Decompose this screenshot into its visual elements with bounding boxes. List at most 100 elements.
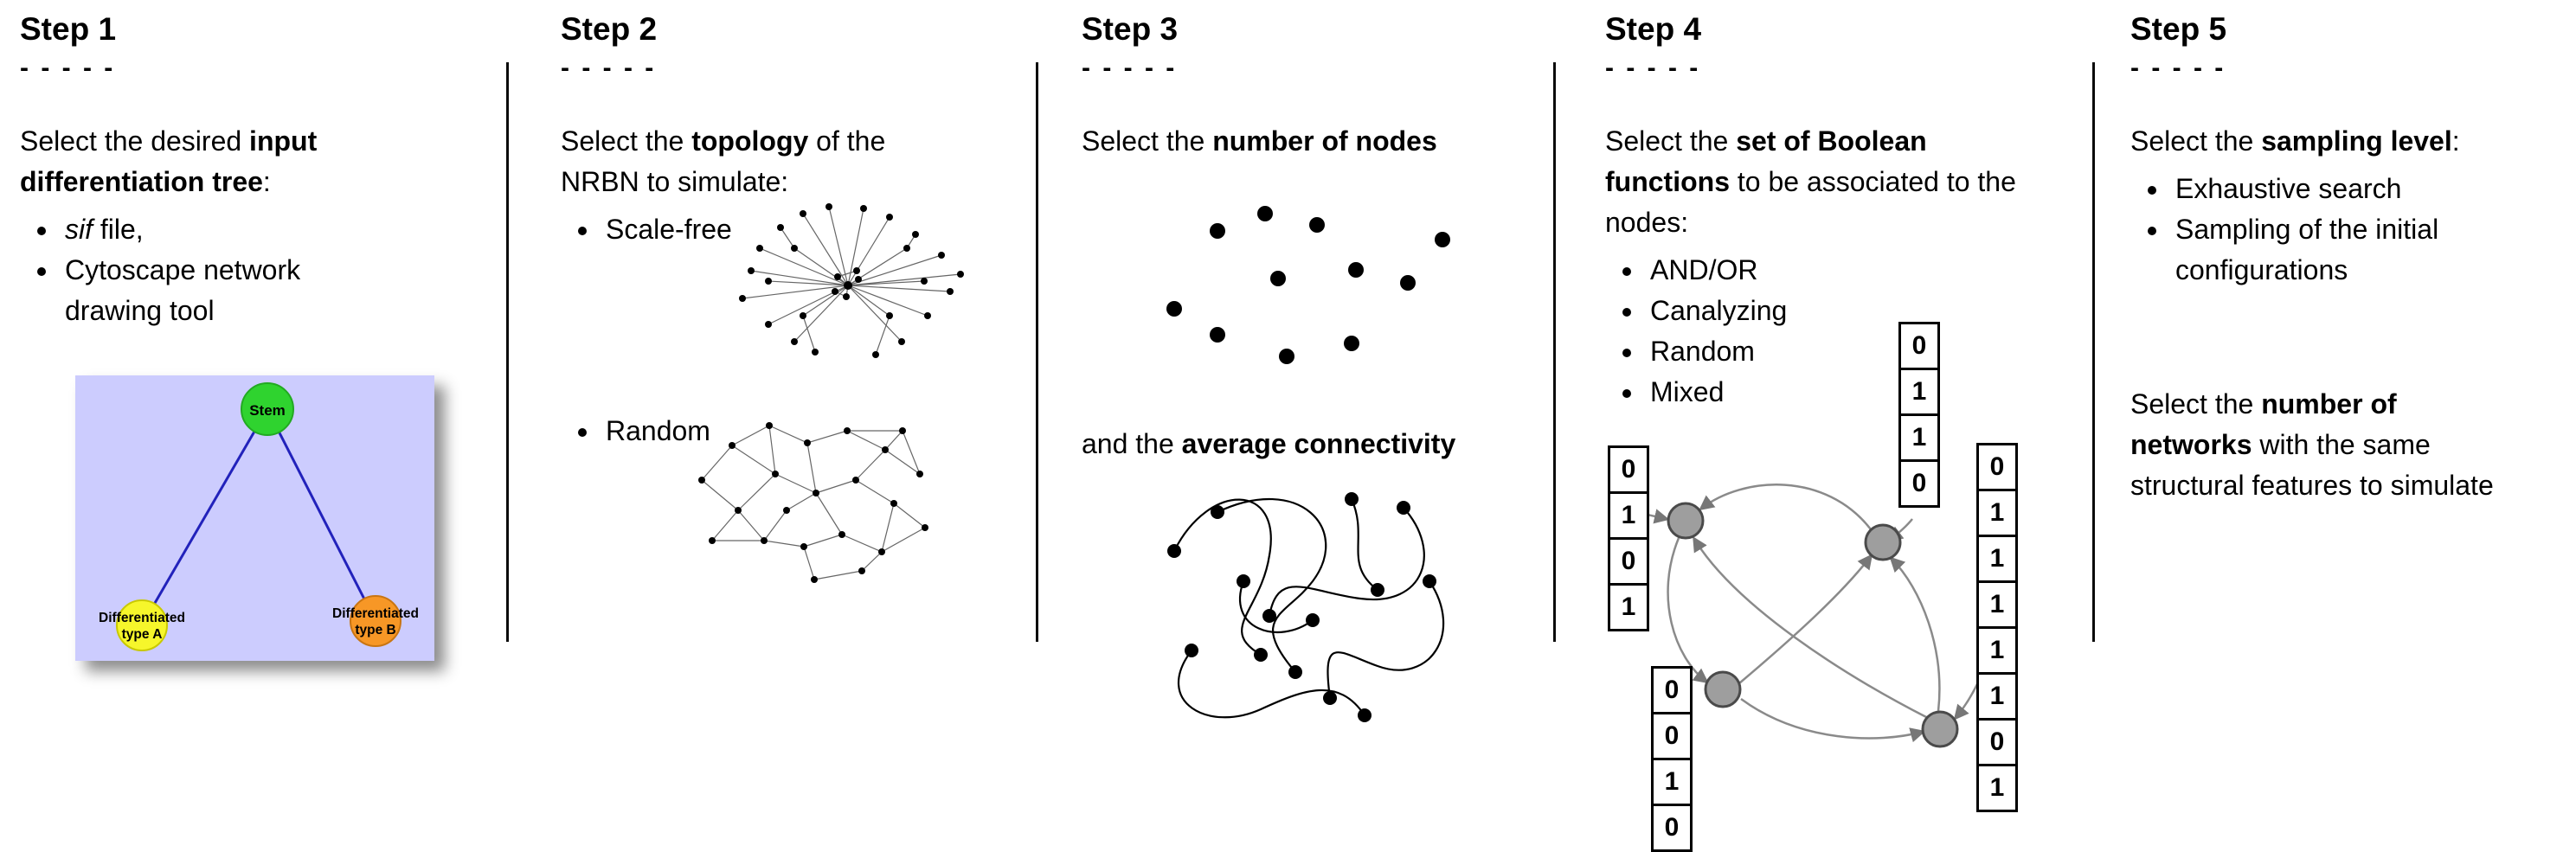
nodes-dots-graphic bbox=[1166, 206, 1450, 364]
bullet-and-or: AND/OR bbox=[1645, 250, 1905, 291]
stem-node bbox=[241, 382, 294, 436]
step-1-intro: Select the desired input differentiation… bbox=[20, 121, 435, 202]
step-3-column: Step 3 - - - - - Select the number of no… bbox=[1082, 10, 1566, 722]
truth-table-cell: 1 bbox=[1976, 580, 2018, 629]
tree-edge-stem-to-a bbox=[140, 408, 269, 626]
differentiation-tree-figure: Stem Differentiated type A Differentiate… bbox=[75, 375, 434, 661]
bullet-canalyzing: Canalyzing bbox=[1645, 291, 1905, 331]
bullet-text: file, bbox=[93, 214, 144, 245]
random-edges bbox=[701, 425, 926, 580]
bullet-text: Cytoscape network drawing tool bbox=[65, 254, 301, 326]
bullet-sif-file: sif file, bbox=[60, 209, 371, 250]
truth-table-cell: 1 bbox=[1651, 758, 1693, 806]
intro-text: Select the bbox=[2130, 388, 2262, 420]
step-1-title: Step 1 bbox=[20, 11, 117, 47]
step-5-title: Step 5 bbox=[2130, 11, 2227, 47]
differentiation-tree-svg: Stem Differentiated type A Differentiate… bbox=[75, 375, 434, 661]
step-4-column: Step 4 - - - - - Select the set of Boole… bbox=[1605, 10, 2064, 852]
intro-text: and the bbox=[1082, 428, 1182, 459]
node-dots bbox=[1166, 206, 1450, 364]
bullet-text: Random bbox=[1650, 336, 1755, 367]
truth-table-cell: 0 bbox=[1651, 804, 1693, 852]
truth-table-cell: 0 bbox=[1651, 666, 1693, 714]
truth-table-cell: 1 bbox=[1976, 626, 2018, 675]
intro-text: Select the desired bbox=[20, 125, 250, 157]
truth-table-cell: 1 bbox=[1976, 535, 2018, 583]
boolean-network-nodes bbox=[1667, 502, 1959, 748]
step-2-intro: Select the topology of the NRBN to simul… bbox=[561, 121, 967, 202]
differentiated-type-b-node bbox=[350, 595, 401, 647]
truth-table-cell: 0 bbox=[1898, 322, 1940, 370]
column-divider bbox=[1553, 62, 1556, 642]
truth-table-cell: 1 bbox=[1608, 491, 1649, 540]
step-5-dashes: - - - - - bbox=[2130, 54, 2226, 82]
intro-text: Select the bbox=[1605, 125, 1737, 157]
bullet-cytoscape: Cytoscape network drawing tool bbox=[60, 250, 371, 331]
step-1-column: Step 1 - - - - - Select the desired inpu… bbox=[20, 10, 444, 661]
type-b-label-line2: type B bbox=[355, 623, 395, 637]
type-b-label-line1: Differentiated bbox=[332, 606, 419, 621]
bullet-text: Mixed bbox=[1650, 376, 1725, 407]
intro-text: structural features to simulate bbox=[2130, 470, 2494, 501]
type-a-label-line1: Differentiated bbox=[99, 611, 185, 625]
intro-bold-text: networks bbox=[2130, 429, 2252, 460]
step-5-intro: Select the sampling level: bbox=[2130, 121, 2563, 162]
bullet-italic-text: sif bbox=[65, 214, 93, 245]
bullet-exhaustive-search: Exhaustive search bbox=[2170, 169, 2516, 209]
bullet-random: Random bbox=[601, 411, 860, 452]
step-1-dashes: - - - - - bbox=[20, 54, 116, 82]
truth-table-cell: 1 bbox=[1976, 764, 2018, 812]
step-1-bullet-list: sif file, Cytoscape network drawing tool bbox=[20, 209, 371, 331]
bullet-text: Random bbox=[606, 415, 710, 446]
step-4-dashes: - - - - - bbox=[1605, 54, 1701, 82]
intro-text: Select the bbox=[2130, 125, 2262, 157]
gene-node-a bbox=[1667, 502, 1705, 540]
intro-text: Select the bbox=[561, 125, 692, 157]
intro-bold-text: topology bbox=[691, 125, 809, 157]
bullet-text: Scale-free bbox=[606, 214, 732, 245]
step-3-intro: Select the number of nodes bbox=[1082, 121, 1566, 162]
step-5-column: Step 5 - - - - - Select the sampling lev… bbox=[2130, 10, 2563, 501]
bullet-text: Exhaustive search bbox=[2175, 173, 2402, 204]
scale-free-nodes bbox=[739, 203, 964, 358]
bullet-text: Canalyzing bbox=[1650, 295, 1788, 326]
scale-free-edges bbox=[742, 206, 961, 356]
column-divider bbox=[1036, 62, 1038, 642]
intro-bold-text: number of nodes bbox=[1212, 125, 1437, 157]
bullet-mixed: Mixed bbox=[1645, 372, 1905, 413]
tangle-curves bbox=[1173, 497, 1445, 719]
random-nodes bbox=[698, 422, 928, 583]
tree-edge-stem-to-b bbox=[266, 408, 377, 622]
bullet-text: Sampling of the initial configurations bbox=[2175, 214, 2439, 285]
truth-table-cell: 0 bbox=[1608, 537, 1649, 586]
column-divider bbox=[2092, 62, 2095, 642]
bullet-sampling-initial-configurations: Sampling of the initial configurations bbox=[2170, 209, 2516, 291]
scale-free-network-graphic bbox=[739, 203, 964, 358]
truth-table-cell: 0 bbox=[1651, 712, 1693, 760]
intro-bold-text: input differentiation tree bbox=[20, 125, 318, 197]
intro-text: Select the bbox=[1082, 125, 1213, 157]
bullet-random-functions: Random bbox=[1645, 331, 1905, 372]
networks-text-line3: structural features to simulate bbox=[2130, 465, 2576, 506]
step-5-bullet-list: Exhaustive search Sampling of the initia… bbox=[2130, 169, 2516, 291]
gene-node-c bbox=[1704, 670, 1742, 708]
step-3-title: Step 3 bbox=[1082, 11, 1179, 47]
step-2-bullet-list: Scale-free Random bbox=[561, 209, 860, 452]
networks-text-line1: Select the number of bbox=[2130, 384, 2576, 425]
truth-table-cell: 1 bbox=[1608, 583, 1649, 631]
intro-text: : bbox=[262, 166, 271, 197]
step-3-dashes: - - - - - bbox=[1082, 54, 1178, 82]
truth-table-cell: 1 bbox=[1898, 413, 1940, 462]
column-divider bbox=[506, 62, 509, 642]
step-2-column: Step 2 - - - - - Select the topology of … bbox=[561, 10, 1011, 583]
step-4-bullet-list: AND/OR Canalyzing Random Mixed bbox=[1605, 250, 1905, 413]
intro-text: with the same bbox=[2252, 429, 2431, 460]
differentiated-type-a-node bbox=[116, 599, 168, 651]
truth-table-cell: 0 bbox=[1976, 443, 2018, 491]
truth-table-cell: 0 bbox=[1898, 459, 1940, 508]
step-3-connectivity-text: and the average connectivity bbox=[1082, 424, 1566, 464]
